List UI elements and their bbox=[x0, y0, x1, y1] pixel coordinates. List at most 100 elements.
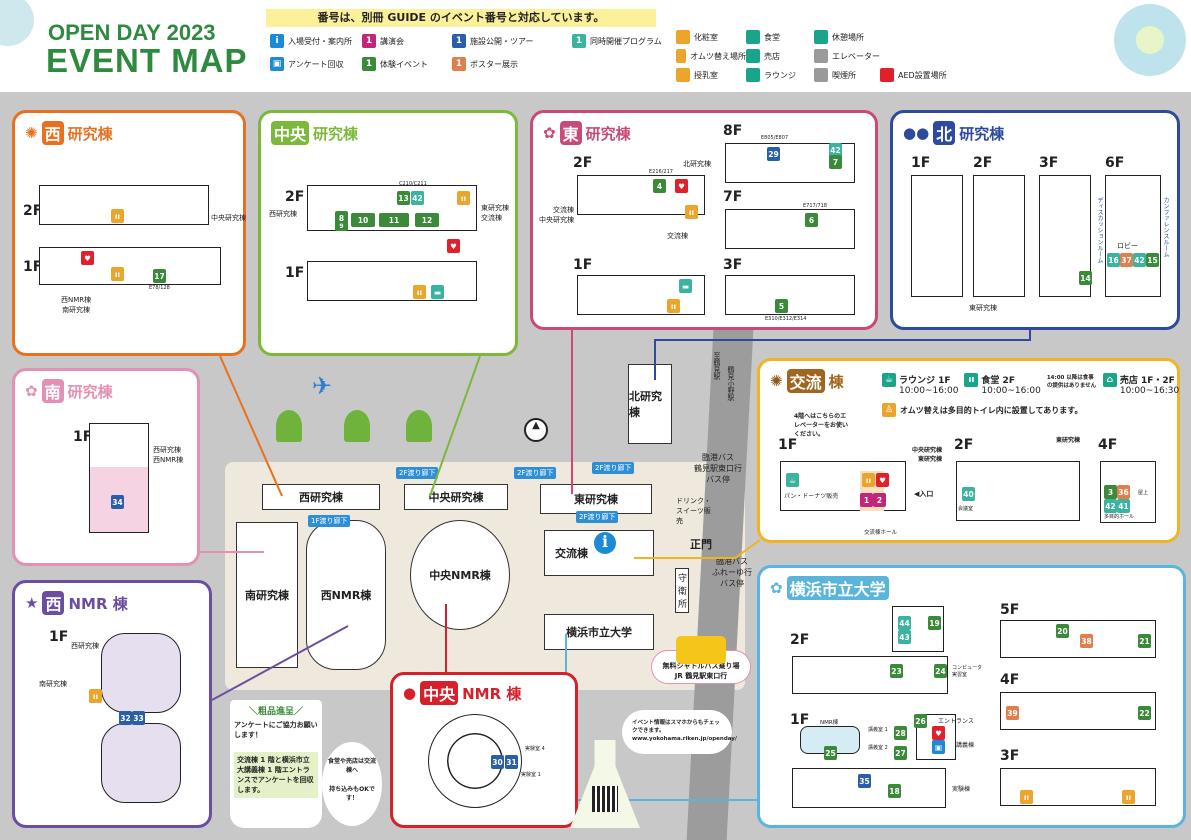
event-badge[interactable]: 37 bbox=[1120, 253, 1133, 267]
campus-south-building[interactable]: 南研究棟 bbox=[236, 522, 298, 668]
multi-hall-label: 多目的ホール bbox=[1104, 514, 1135, 520]
event-badge[interactable]: 33 bbox=[132, 711, 145, 725]
qr-code[interactable] bbox=[592, 786, 618, 812]
event-badge[interactable]: 42 bbox=[411, 191, 424, 205]
event-badge[interactable]: 15 bbox=[1146, 253, 1159, 267]
to-label: 西研究棟 西NMR棟 bbox=[153, 446, 184, 464]
floor-2f-plan bbox=[39, 185, 209, 225]
event-badge[interactable]: 25 bbox=[824, 746, 837, 760]
event-badge[interactable]: 1 bbox=[860, 493, 873, 507]
floor-3f-plan bbox=[725, 275, 855, 315]
event-badge[interactable]: 31 bbox=[505, 755, 518, 769]
lounge-icon bbox=[746, 68, 760, 82]
shop-label: 売店 1F・2F bbox=[1119, 376, 1175, 386]
legend-label: 入場受付・案内所 bbox=[288, 36, 352, 46]
lounge-icon: ☕ bbox=[786, 473, 799, 487]
event-badge[interactable]: 21 bbox=[1138, 634, 1151, 648]
event-badge[interactable]: 17 bbox=[153, 269, 166, 283]
label: 北研究棟 bbox=[629, 390, 662, 419]
event-badge[interactable]: 26 bbox=[914, 714, 927, 728]
event-badge[interactable]: 23 bbox=[890, 664, 903, 678]
facility-legend-item: 化粧室 bbox=[676, 30, 746, 44]
gift-where: 交流棟 1 階と横浜市立大講義棟 1 階エントランスでアンケートを回収します。 bbox=[234, 752, 318, 798]
event-badge[interactable]: 34 bbox=[111, 495, 124, 509]
floor-1f-plan bbox=[307, 261, 477, 301]
title-text: NMR 棟 bbox=[462, 684, 522, 703]
room-label: 実験棟 bbox=[952, 786, 971, 793]
event-badge[interactable]: 35 bbox=[858, 774, 871, 788]
title-text: 研究棟 bbox=[313, 124, 359, 143]
event-badge[interactable]: 30 bbox=[491, 755, 504, 769]
smoking-icon bbox=[814, 68, 828, 82]
event-badge[interactable]: 42 bbox=[1104, 499, 1117, 513]
campus-west-building[interactable]: 西研究棟 bbox=[262, 484, 380, 510]
aed-icon: ♥ bbox=[932, 726, 945, 740]
room-label: E717/718 bbox=[803, 203, 827, 209]
event-badge[interactable]: 44 bbox=[898, 616, 911, 630]
to-south-label: 南研究棟 bbox=[39, 680, 67, 688]
campus-central-building[interactable]: 中央研究棟 bbox=[404, 484, 508, 510]
event-badge[interactable]: 42 bbox=[829, 143, 842, 157]
event-badge[interactable]: 4 bbox=[653, 179, 666, 193]
event-badge[interactable]: 2 bbox=[873, 493, 886, 507]
event-badge[interactable]: 18 bbox=[888, 784, 901, 798]
event-badge[interactable]: 11 bbox=[379, 213, 409, 227]
event-badge[interactable]: 10 bbox=[351, 213, 375, 227]
campus-north-building[interactable]: 北研究棟 bbox=[628, 364, 672, 444]
event-badge[interactable]: 29 bbox=[767, 147, 780, 161]
event-badge[interactable]: 9 bbox=[335, 221, 348, 231]
event-badge[interactable]: 5 bbox=[775, 299, 788, 313]
info-icon: i bbox=[270, 34, 284, 48]
event-badge[interactable]: 41 bbox=[1117, 499, 1130, 513]
event-badge[interactable]: 28 bbox=[894, 726, 907, 740]
event-badge[interactable]: 6 bbox=[805, 213, 818, 227]
event-badge[interactable]: 27 bbox=[894, 746, 907, 760]
cafeteria-icon bbox=[746, 30, 760, 44]
event-badge[interactable]: 36 bbox=[1117, 485, 1130, 499]
to-north-label: 北研究棟 bbox=[683, 160, 711, 168]
event-badge[interactable]: 43 bbox=[898, 630, 911, 644]
legend-label: 食堂 bbox=[764, 32, 780, 42]
event-badge[interactable]: 19 bbox=[928, 616, 941, 630]
event-badge[interactable]: 38 bbox=[1080, 634, 1093, 648]
event-badge[interactable]: 32 bbox=[119, 711, 132, 725]
flower-icon: ●● bbox=[903, 124, 930, 142]
title-mark: 西 bbox=[41, 121, 64, 145]
event-badge[interactable]: 12 bbox=[415, 213, 439, 227]
event-badge[interactable]: 42 bbox=[1133, 253, 1146, 267]
event-badge[interactable]: 14 bbox=[1079, 271, 1092, 285]
campus-ycu-building[interactable]: 横浜市立大学 bbox=[544, 614, 654, 650]
room-label: 講義室 1 bbox=[868, 727, 888, 733]
nmr-magnet-hall bbox=[101, 633, 181, 713]
aed-icon: ♥ bbox=[81, 251, 94, 265]
legend-label: ポスター展示 bbox=[470, 59, 518, 69]
bus-stop-label: 臨港バス 鶴見駅東口行 バス停 bbox=[694, 453, 742, 484]
info-url[interactable]: www.yokohama.riken.jp/openday/ bbox=[632, 736, 737, 742]
info-icon[interactable]: i bbox=[594, 532, 616, 554]
event-badge[interactable]: 16 bbox=[1107, 253, 1120, 267]
campus-east-building[interactable]: 東研究棟 bbox=[540, 484, 652, 514]
event-badge[interactable]: 3 bbox=[1104, 485, 1117, 499]
event-badge[interactable]: 39 bbox=[1006, 706, 1019, 720]
event-badge[interactable]: 13 bbox=[397, 191, 410, 205]
event-badge[interactable]: 40 bbox=[962, 487, 975, 501]
concurrent-icon: 1 bbox=[572, 34, 586, 48]
station-label: 至鶴見駅 bbox=[713, 352, 721, 380]
event-badge[interactable]: 20 bbox=[1056, 624, 1069, 638]
to-central-label: 中央研究棟 bbox=[211, 214, 246, 222]
legend-label: 同時開催プログラム bbox=[590, 36, 662, 46]
event-badge[interactable]: 22 bbox=[1138, 706, 1151, 720]
campus-west-nmr-building[interactable]: 西NMR棟 bbox=[306, 520, 386, 670]
nursing-icon bbox=[676, 68, 690, 82]
flower-icon: ✿ bbox=[25, 382, 38, 400]
event-badge[interactable]: 7 bbox=[829, 155, 842, 169]
to-east-label: 東研究棟 bbox=[969, 304, 997, 312]
campus-central-nmr-building[interactable]: 中央NMR棟 bbox=[410, 520, 510, 630]
floor-1f-label: 1F bbox=[790, 712, 810, 728]
event-badge[interactable]: 24 bbox=[934, 664, 947, 678]
